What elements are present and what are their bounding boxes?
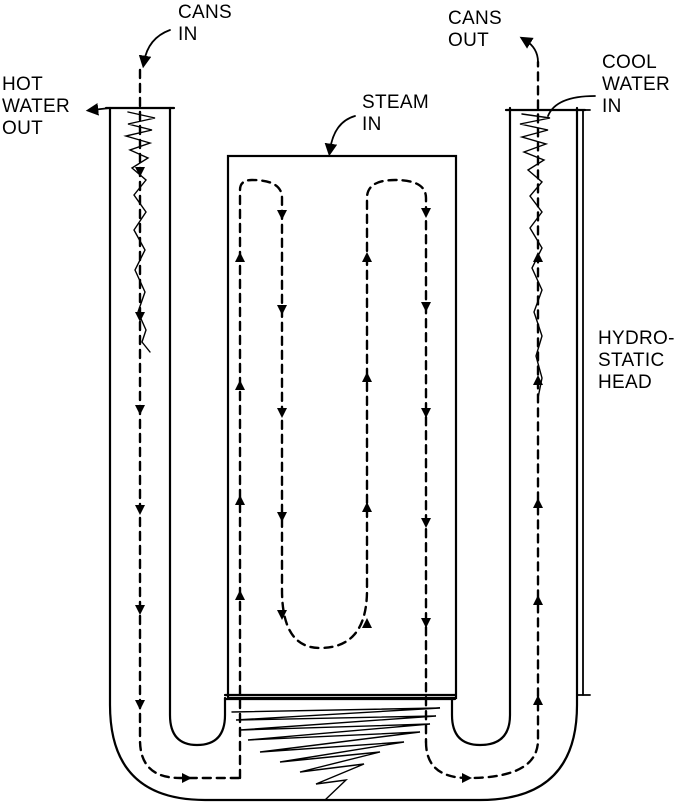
right-leg-squiggle bbox=[519, 113, 551, 399]
cool-water-in-leader bbox=[547, 95, 596, 117]
hydrostatic-head-line-2: STATIC bbox=[598, 350, 665, 371]
steam-in-line-2: IN bbox=[362, 114, 382, 135]
hot-water-out-line-2: WATER bbox=[2, 96, 70, 117]
can-path-right-leg bbox=[424, 60, 540, 780]
steam-in-arrow bbox=[324, 115, 356, 157]
cool-water-in-label: COOL WATER IN bbox=[602, 52, 670, 118]
cans-in-line-1: CANS bbox=[178, 2, 232, 23]
hydrostatic-head-line-1: HYDRO- bbox=[598, 328, 675, 349]
flow-arrowheads bbox=[135, 167, 543, 783]
cans-out-line-1: CANS bbox=[448, 8, 502, 29]
cool-water-in-line-3: IN bbox=[602, 96, 622, 117]
steam-chamber bbox=[226, 154, 458, 700]
hydrostatic-head-line-3: HEAD bbox=[598, 372, 652, 393]
cool-water-in-line-2: WATER bbox=[602, 74, 670, 95]
steam-in-label: STEAM IN bbox=[362, 92, 429, 136]
hot-water-out-line-3: OUT bbox=[2, 118, 44, 139]
cans-out-arrow bbox=[519, 36, 539, 63]
cans-out-label: CANS OUT bbox=[448, 8, 502, 52]
cans-in-label: CANS IN bbox=[178, 2, 232, 46]
cool-water-in-line-1: COOL bbox=[602, 52, 658, 73]
can-path-chamber bbox=[238, 178, 428, 780]
cans-in-line-2: IN bbox=[178, 24, 198, 45]
left-leg-inner-wall bbox=[168, 106, 227, 747]
cans-out-line-2: OUT bbox=[448, 30, 490, 51]
hydrostatic-head-label: HYDRO- STATIC HEAD bbox=[598, 328, 675, 394]
vessel-outer-wall bbox=[108, 106, 579, 802]
left-leg-squiggle bbox=[123, 111, 156, 353]
hot-water-out-arrow bbox=[85, 103, 111, 116]
cans-in-arrow bbox=[138, 29, 171, 69]
hot-water-out-line-1: HOT bbox=[2, 74, 44, 95]
bottom-squiggle bbox=[231, 707, 441, 801]
steam-in-line-1: STEAM bbox=[362, 92, 429, 113]
hot-water-out-label: HOT WATER OUT bbox=[2, 74, 70, 140]
right-leg-inner-wall bbox=[450, 106, 512, 747]
can-path-left-leg bbox=[138, 68, 242, 780]
